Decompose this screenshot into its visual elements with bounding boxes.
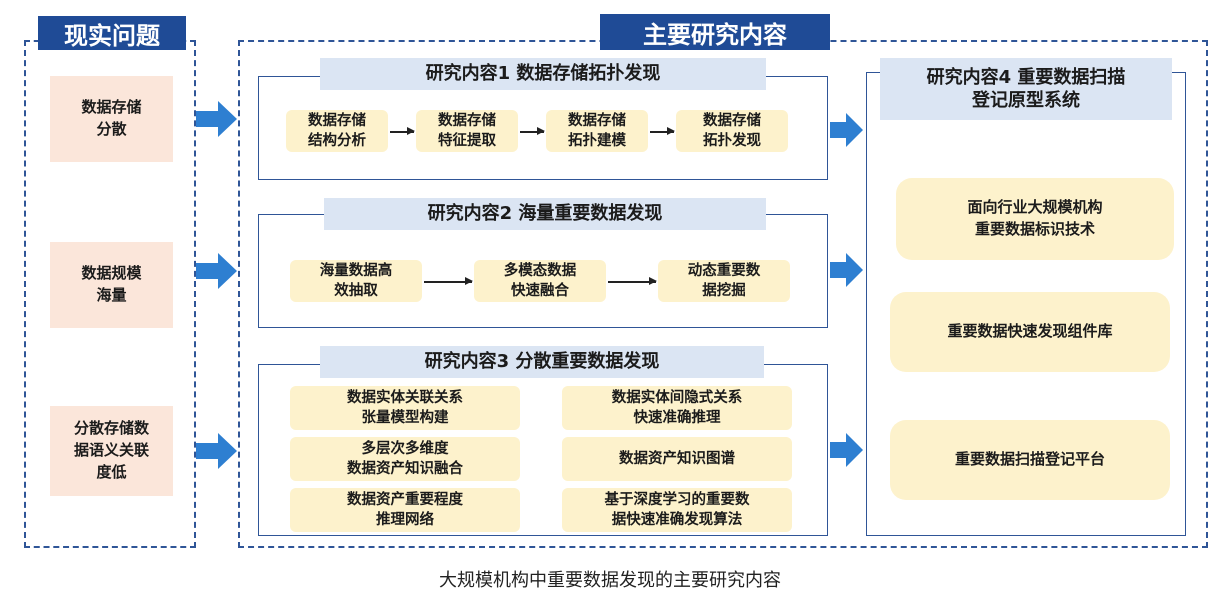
content2-header: 研究内容2 海量重要数据发现 [324,198,766,230]
content2-step: 多模态数据 快速融合 [474,260,606,302]
thin-arrow-right-icon [390,128,415,134]
thin-arrow-right-icon [520,128,545,134]
content4-item: 重要数据快速发现组件库 [890,292,1170,372]
thin-arrow-right-icon [650,128,675,134]
block-arrow-right-icon [830,433,863,467]
content3-item: 数据实体间隐式关系 快速准确推理 [562,386,792,430]
figure-caption: 大规模机构中重要数据发现的主要研究内容 [439,570,781,591]
content4-header: 研究内容4 重要数据扫描 登记原型系统 [880,58,1172,120]
block-arrow-right-icon [196,433,237,469]
content3-item: 基于深度学习的重要数 据快速准确发现算法 [562,488,792,532]
block-arrow-right-icon [196,101,237,137]
problem-item: 数据规模 海量 [50,242,173,328]
problems-title: 现实问题 [38,16,186,50]
block-arrow-right-icon [830,113,863,147]
content3-item: 数据资产重要程度 推理网络 [290,488,520,532]
content3-item: 多层次多维度 数据资产知识融合 [290,437,520,481]
content1-step: 数据存储 拓扑建模 [546,110,648,152]
content3-header: 研究内容3 分散重要数据发现 [320,346,764,378]
content3-item: 数据资产知识图谱 [562,437,792,481]
content3-item: 数据实体关联关系 张量模型构建 [290,386,520,430]
problem-item: 分散存储数 据语义关联 度低 [50,406,173,496]
content1-step: 数据存储 拓扑发现 [676,110,788,152]
block-arrow-right-icon [196,253,237,289]
content1-step: 数据存储 结构分析 [286,110,388,152]
content2-step: 海量数据高 效抽取 [290,260,422,302]
main-content-title: 主要研究内容 [600,14,830,50]
content2-step: 动态重要数 据挖掘 [658,260,790,302]
content1-step: 数据存储 特征提取 [416,110,518,152]
thin-arrow-right-icon [608,278,657,284]
thin-arrow-right-icon [424,278,473,284]
problem-item: 数据存储 分散 [50,76,173,162]
content4-item: 重要数据扫描登记平台 [890,420,1170,500]
block-arrow-right-icon [830,253,863,287]
content4-item: 面向行业大规模机构 重要数据标识技术 [896,178,1174,260]
content1-header: 研究内容1 数据存储拓扑发现 [320,58,766,90]
